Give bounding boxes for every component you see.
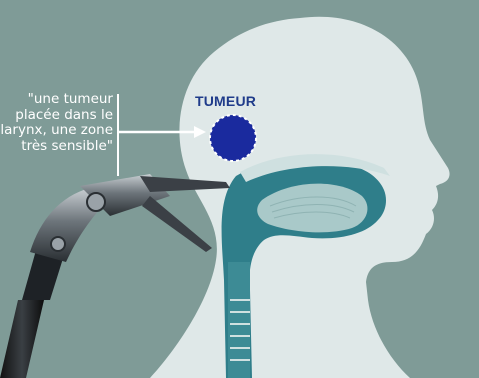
tumor-marker bbox=[210, 115, 256, 161]
trachea bbox=[228, 262, 250, 378]
callout-line-2: placée dans le bbox=[0, 108, 113, 124]
tumor-label: TUMEUR bbox=[195, 93, 256, 109]
callout-line-4: très sensible" bbox=[0, 139, 113, 155]
callout-line-1: "une tumeur bbox=[0, 92, 113, 108]
callout-line-3: larynx, une zone bbox=[0, 123, 113, 139]
callout-quote: "une tumeur placée dans le larynx, une z… bbox=[0, 92, 113, 154]
